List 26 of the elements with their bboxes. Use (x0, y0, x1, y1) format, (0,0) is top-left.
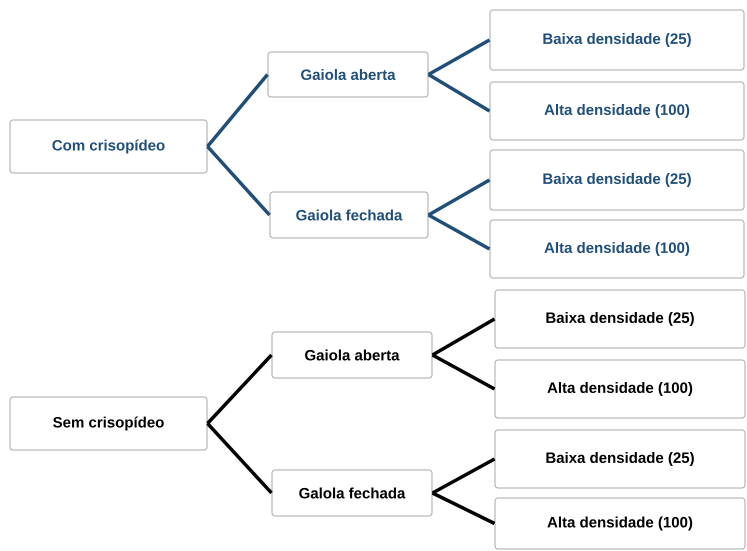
density-box: Alta densidade (100) (494, 360, 746, 418)
density-box: Baixa densidade (25) (494, 290, 746, 348)
cage-box: Gaiola aberta (272, 332, 432, 378)
density-box: Alta densidade (100) (494, 498, 746, 550)
connector-line (432, 317, 496, 356)
density-box: Baixa densidade (25) (494, 430, 746, 488)
cage-box: Gaiola fechada (270, 192, 428, 238)
connector-line (206, 73, 269, 148)
cage-box: Galola fechada (272, 470, 432, 516)
connector-line (206, 145, 271, 216)
cage-box: Gaiola aberta (268, 52, 428, 98)
connector-line (432, 353, 496, 391)
root-box: Sem crisopídeo (10, 396, 208, 450)
connector-line (432, 491, 496, 526)
root-box: Com crisopídeo (10, 120, 208, 174)
density-box: Alta densidade (100) (490, 220, 744, 278)
connector-line (428, 73, 490, 112)
density-box: Baixa densidade (25) (490, 10, 744, 70)
connector-line (432, 457, 496, 495)
density-box: Alta densidade (100) (490, 82, 744, 140)
connector-line (428, 213, 490, 251)
connector-line (206, 422, 273, 494)
density-box: Baixa densidade (25) (490, 150, 744, 210)
connector-line (428, 38, 490, 76)
connector-line (206, 354, 273, 425)
connector-line (428, 178, 490, 217)
